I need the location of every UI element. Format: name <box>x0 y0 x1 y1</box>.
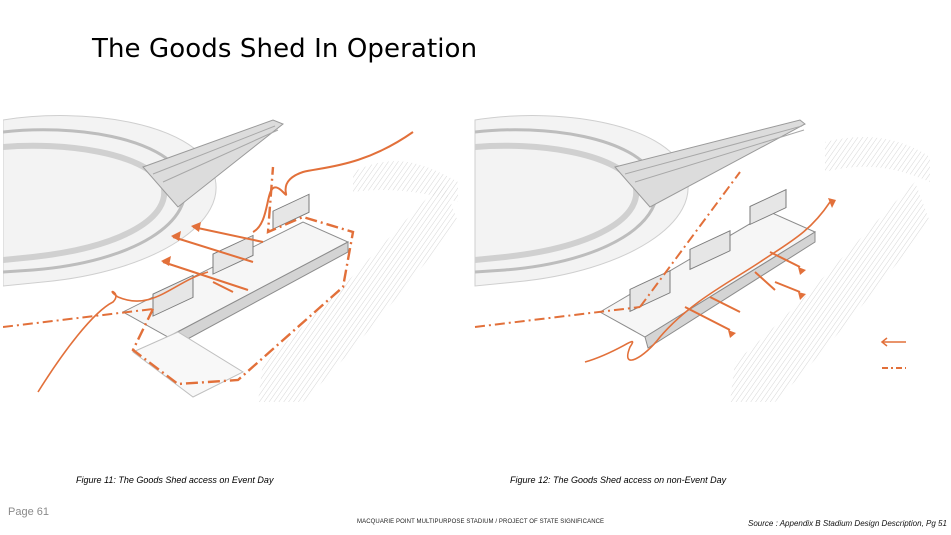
footer-project-title: MACQUARIE POINT MULTIPURPOSE STADIUM / P… <box>357 519 605 525</box>
page-number: Page 61 <box>8 506 49 518</box>
figure-12-caption: Figure 12: The Goods Shed access on non-… <box>510 475 727 485</box>
source-citation: Source : Appendix B Stadium Design Descr… <box>748 519 947 528</box>
arrow-line-legend-icon <box>880 337 906 347</box>
page-title: The Goods Shed In Operation <box>92 34 478 64</box>
figure-non-event-day-diagram <box>470 112 942 402</box>
figure-event-day-diagram <box>3 112 463 402</box>
figure-11-caption: Figure 11: The Goods Shed access on Even… <box>76 475 274 485</box>
route-legend <box>878 335 910 375</box>
